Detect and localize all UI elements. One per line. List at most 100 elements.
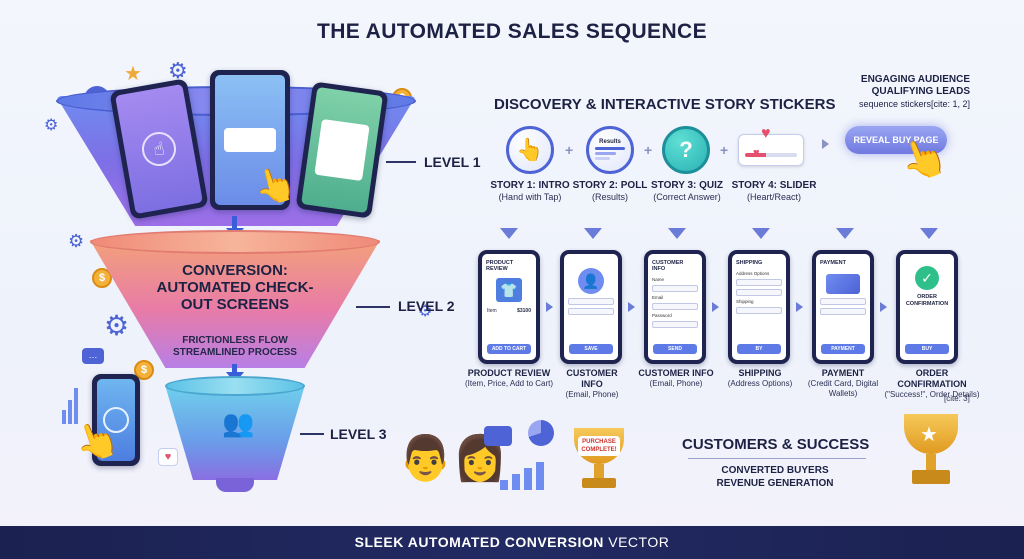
story-2-circle[interactable]: Results [586, 126, 634, 174]
star-icon: ★ [920, 424, 938, 446]
level-connector [386, 161, 416, 163]
form-field[interactable] [568, 298, 614, 305]
plus-icon: + [720, 142, 729, 158]
flow-arrow [232, 364, 237, 376]
step-2-sub: (Email, Phone) [565, 390, 619, 399]
shipping-label: Shipping [736, 299, 754, 304]
hand-tap-icon: 👆 [516, 137, 544, 162]
payment-button[interactable]: PAYMENT [821, 344, 865, 354]
heart-icon: ♥ [753, 147, 760, 159]
down-arrow-icon [668, 228, 686, 239]
flow-arrow [232, 216, 237, 230]
dollar-coin-icon: $ [134, 360, 154, 380]
trophy-label: PURCHASE COMPLETE! [578, 436, 620, 456]
gear-icon: ⚙ [44, 117, 59, 134]
card-field[interactable] [820, 308, 866, 315]
story-3-label: STORY 3: QUIZ [650, 180, 724, 191]
arrow-right-icon [822, 139, 829, 149]
plus-icon: + [565, 142, 574, 158]
gear-icon: ⚙ [104, 310, 130, 341]
story-1-circle[interactable]: 👆 [506, 126, 554, 174]
arrow-right-icon [880, 302, 887, 312]
heart-icon: ♥ [761, 125, 771, 142]
revenue-generation-text: REVENUE GENERATION [716, 478, 834, 489]
address-select[interactable] [736, 279, 782, 286]
chat-bubble-icon [484, 426, 512, 446]
checkout-phone-order-confirmation: ✓ ORDER CONFIRMATION BUY [896, 250, 958, 364]
step-6-label: ORDER CONFIRMATION [897, 368, 967, 389]
growth-chart-icon [500, 460, 560, 490]
dollar-coin-icon: $ [92, 268, 112, 288]
checkout-phone-payment: PAYMENT PAYMENT [812, 250, 874, 364]
tap-phone [92, 374, 140, 466]
chat-bubble-icon: … [82, 348, 104, 364]
password-field[interactable] [652, 321, 698, 328]
email-field[interactable] [652, 303, 698, 310]
card-icon [224, 128, 276, 152]
by-button[interactable]: BY [737, 344, 781, 354]
step-4-label: SHIPPING [738, 368, 782, 378]
name-field[interactable] [652, 285, 698, 292]
poll-results-text: Results [599, 138, 621, 145]
level-1-label: LEVEL 1 [424, 154, 481, 170]
footer-bold-text: SLEEK AUTOMATED CONVERSION [354, 534, 604, 550]
email-label: Email [652, 295, 664, 300]
buy-button[interactable]: BUY [905, 344, 949, 354]
story-2-sub: (Results) [591, 192, 628, 202]
story-3-circle[interactable]: ? [662, 126, 710, 174]
down-arrow-icon [920, 228, 938, 239]
send-button[interactable]: SEND [653, 344, 697, 354]
save-button[interactable]: SAVE [569, 344, 613, 354]
story-phone [210, 70, 290, 210]
quiz-card-icon [314, 118, 370, 182]
checkout-phone-customer-info-1: 👤 SAVE [560, 250, 622, 364]
card-field[interactable] [820, 298, 866, 305]
story-4-label: STORY 4: SLIDER [731, 180, 817, 191]
screen-title: SHIPPING [736, 260, 763, 266]
plus-icon: + [644, 142, 653, 158]
checkout-phone-customer-info-2: CUSTOMER INFO Name Email Password SEND [644, 250, 706, 364]
gear-icon: ⚙ [418, 303, 433, 320]
trophy-icon: ★ [898, 414, 964, 492]
check-icon: ✓ [915, 266, 939, 290]
add-to-cart-button[interactable]: ADD TO CART [487, 344, 531, 354]
funnel-rim [165, 376, 305, 396]
down-arrow-icon [836, 228, 854, 239]
shipping-select[interactable] [736, 307, 782, 314]
qualifying-leads-text: QUALIFYING LEADS [871, 86, 970, 97]
level-3-label: LEVEL 3 [330, 426, 387, 442]
level-connector [300, 433, 324, 435]
star-icon: ★ [124, 63, 142, 85]
footer-banner: SLEEK AUTOMATED CONVERSION VECTOR [0, 526, 1024, 559]
arrow-right-icon [546, 302, 553, 312]
form-field[interactable] [568, 308, 614, 315]
address-select[interactable] [736, 289, 782, 296]
converted-buyers-text: CONVERTED BUYERS [721, 465, 829, 476]
funnel-rim [90, 230, 380, 254]
engaging-audience-text: ENGAGING AUDIENCE [860, 74, 970, 85]
pie-chart-icon [528, 420, 554, 446]
step-5-label: PAYMENT [821, 368, 865, 378]
reveal-buy-page-button[interactable]: REVEAL BUY PAGE [845, 126, 947, 154]
divider [688, 458, 866, 459]
step-1-label: PRODUCT REVIEW [467, 368, 551, 378]
footer-text: VECTOR [608, 534, 670, 550]
checkout-phone-shipping: SHIPPING Address Options Shipping BY [728, 250, 790, 364]
story-4-slider[interactable]: ♥ ♥ [738, 125, 804, 166]
step-6-sub: ("Success!", Order Details) [884, 390, 980, 399]
level-connector [356, 306, 390, 308]
step-4-sub: (Address Options) [727, 379, 793, 388]
sequence-cite-text: sequence stickers[cite: 1, 2] [858, 99, 970, 109]
screen-title: PRODUCT REVIEW [486, 260, 514, 272]
heart-icon: ♥ [158, 448, 178, 466]
step-1-sub: (Item, Price, Add to Cart) [464, 379, 554, 388]
step-5-sub: (Credit Card, Digital Wallets) [807, 379, 879, 398]
conversion-subtitle: FRICTIONLESS FLOW STREAMLINED PROCESS [173, 335, 297, 358]
trophy-icon: PURCHASE COMPLETE! [566, 428, 632, 492]
tshirt-icon: 👕 [496, 278, 522, 302]
screen-title: ORDER CONFIRMATION [905, 294, 949, 307]
address-options-label: Address Options [736, 271, 770, 276]
name-label: Name [652, 277, 665, 282]
down-arrow-icon [584, 228, 602, 239]
conversion-title: CONVERSION: AUTOMATED CHECK-OUT SCREENS [156, 262, 314, 313]
